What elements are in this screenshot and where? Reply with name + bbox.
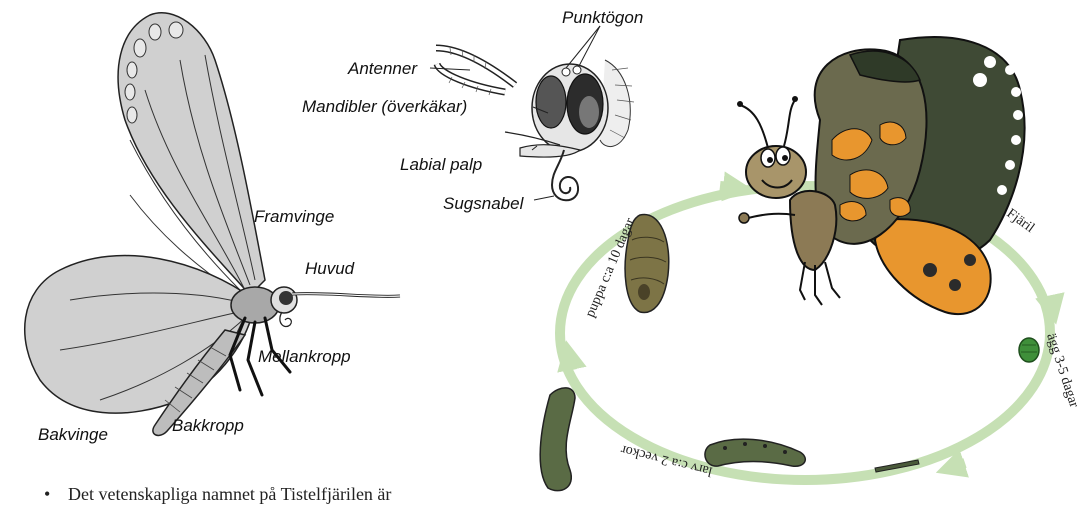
label-bakkropp: Bakkropp	[172, 416, 244, 436]
cycle-label-agg: ägg 3-5 dagar	[1043, 332, 1081, 410]
bullet-text: Det vetenskapliga namnet på Tistelfjäril…	[68, 484, 391, 505]
cartoon-butterfly	[737, 37, 1025, 314]
label-huvud: Huvud	[305, 259, 354, 279]
label-bakvinge: Bakvinge	[38, 425, 108, 445]
cycle-label-larv: larv c:a 2 veckor	[619, 441, 714, 478]
side-butterfly	[25, 13, 400, 436]
label-punktogon: Punktögon	[562, 8, 643, 28]
label-labial-palp: Labial palp	[400, 155, 482, 175]
label-sugsnabel: Sugsnabel	[443, 194, 523, 214]
label-mandibler: Mandibler (överkäkar)	[302, 97, 467, 117]
cycle-label-fjaril: Fjäril	[1004, 206, 1037, 236]
label-framvinge: Framvinge	[254, 207, 334, 227]
label-antenner: Antenner	[348, 59, 417, 79]
bullet-dot: •	[44, 484, 50, 505]
egg	[1019, 338, 1039, 362]
label-mellankropp: Mellankropp	[258, 347, 351, 367]
